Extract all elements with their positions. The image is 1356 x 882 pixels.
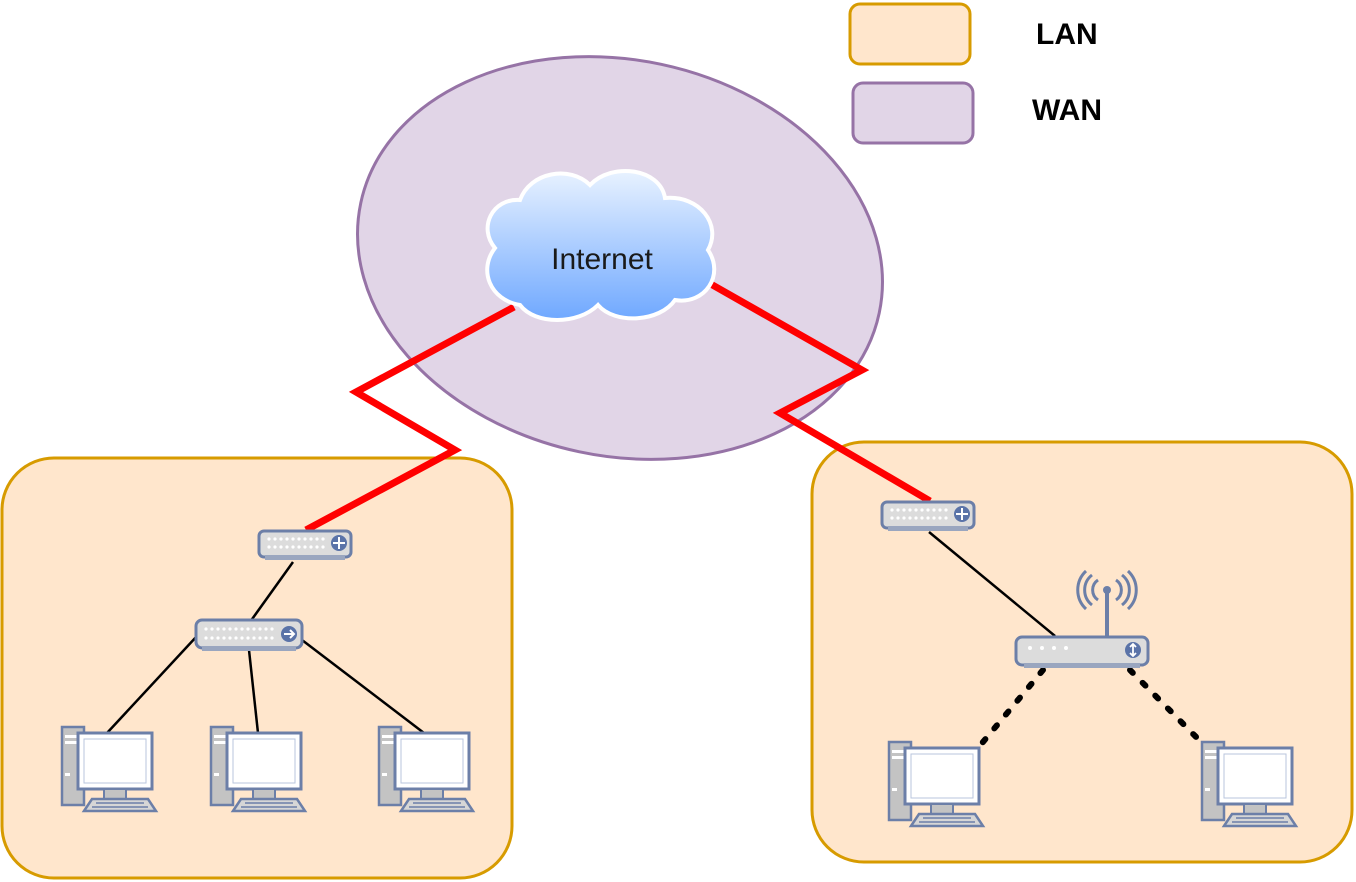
legend-lan-swatch [848, 2, 972, 66]
legend-wan-swatch [851, 81, 975, 145]
desktop-computer-icon[interactable] [377, 725, 475, 813]
link-switch-pc3 [301, 639, 425, 734]
desktop-computer-icon[interactable] [1200, 740, 1298, 828]
router-icon[interactable] [257, 529, 353, 562]
legend: LAN WAN [848, 2, 1102, 145]
router-icon[interactable] [880, 500, 976, 533]
link-router-switch [248, 561, 295, 623]
legend-wan-label: WAN [1032, 94, 1102, 127]
wireless-link-pc5 [1127, 667, 1206, 747]
wireless-links [975, 667, 1206, 751]
desktop-computer-icon[interactable] [60, 725, 158, 813]
desktop-computer-icon[interactable] [209, 725, 307, 813]
wireless-router-icon[interactable] [1014, 569, 1150, 668]
wan-link-right [707, 279, 932, 505]
link-switch-pc1 [106, 635, 198, 734]
link-router-wireless [928, 531, 1056, 637]
cloud-icon [485, 169, 717, 322]
internet-cloud: Internet [485, 169, 717, 322]
wan-link-left [304, 303, 516, 534]
lan-area-left [0, 456, 514, 880]
cloud-label: Internet [551, 243, 653, 276]
link-switch-pc2 [247, 649, 260, 734]
wireless-link-pc4 [975, 667, 1046, 751]
legend-lan-label: LAN [1036, 18, 1098, 51]
switch-icon[interactable] [194, 618, 304, 653]
desktop-computer-icon[interactable] [887, 740, 985, 828]
left-lan-links [106, 561, 425, 734]
